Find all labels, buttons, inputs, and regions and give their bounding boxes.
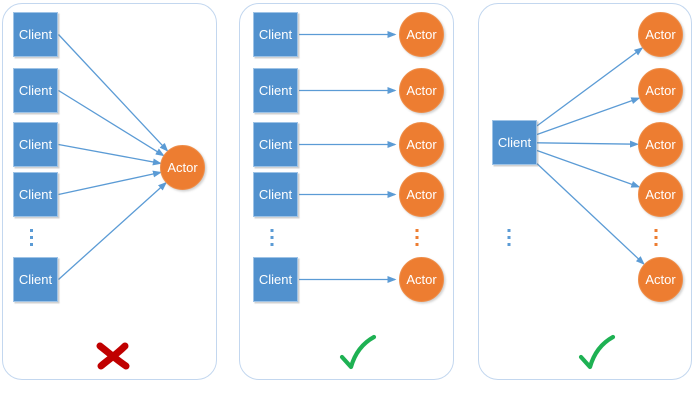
client-node: Client [253, 68, 298, 113]
actor-node: Actor [638, 68, 683, 113]
actor-node: Actor [399, 172, 444, 217]
actor-node: Actor [399, 68, 444, 113]
actor-node: Actor [638, 122, 683, 167]
actor-node: Actor [638, 12, 683, 57]
actor-node: Actor [399, 257, 444, 302]
client-node: Client [253, 122, 298, 167]
actor-node: Actor [160, 145, 205, 190]
actor-node: Actor [638, 172, 683, 217]
actor-node: Actor [638, 257, 683, 302]
client-node: Client [13, 68, 58, 113]
client-node: Client [253, 12, 298, 57]
actor-node: Actor [399, 12, 444, 57]
client-node: Client [13, 122, 58, 167]
client-node: Client [253, 172, 298, 217]
client-node: Client [13, 12, 58, 57]
client-node: Client [492, 120, 537, 165]
client-node: Client [13, 172, 58, 217]
actor-node: Actor [399, 122, 444, 167]
client-node: Client [253, 257, 298, 302]
client-node: Client [13, 257, 58, 302]
